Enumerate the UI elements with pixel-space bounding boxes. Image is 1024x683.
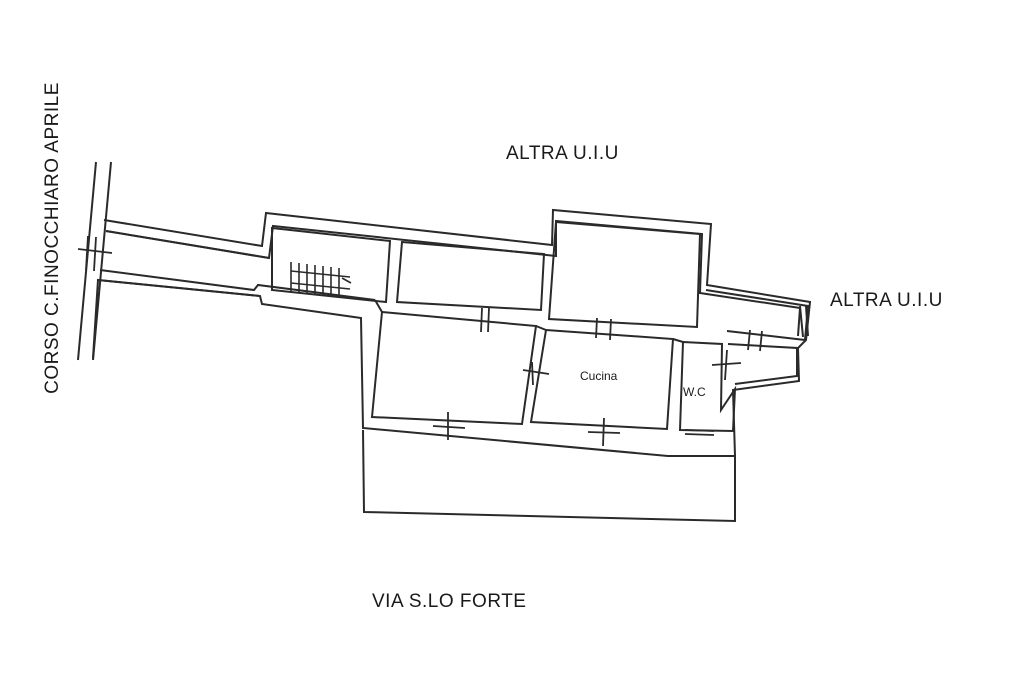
stair-steps [290, 262, 352, 297]
room-wc [678, 340, 737, 433]
corridor-wall-top [105, 230, 270, 259]
building-outline-outer [92, 208, 812, 457]
street-label-corso: CORSO C.FINOCCHIARO APRILE [42, 82, 63, 394]
room-upper-right [547, 220, 702, 329]
neighbor-label-top: ALTRA U.I.U [506, 143, 619, 164]
room-upper-middle [395, 240, 546, 312]
corridor-right-inner [727, 343, 798, 385]
end-door [799, 305, 809, 338]
room-lower-left [370, 310, 538, 426]
street-label-via: VIA S.LO FORTE [372, 591, 527, 612]
neighbor-label-right: ALTRA U.I.U [830, 290, 943, 311]
corridor-wall-bottom [99, 269, 376, 301]
courtyard-outline [362, 429, 736, 523]
wall-divider-2 [535, 325, 547, 331]
stair-room [271, 226, 392, 304]
door-ticks [77, 235, 763, 447]
wall-divider-3 [672, 338, 684, 343]
room-label-wc: W.C [683, 385, 706, 399]
street-wall-inner [92, 161, 112, 361]
wall-divider-1 [374, 299, 383, 313]
room-kitchen [529, 328, 675, 431]
corridor-right [705, 289, 810, 342]
room-label-kitchen: Cucina [580, 369, 618, 383]
corridor-wall-bottom-outer [97, 279, 261, 297]
